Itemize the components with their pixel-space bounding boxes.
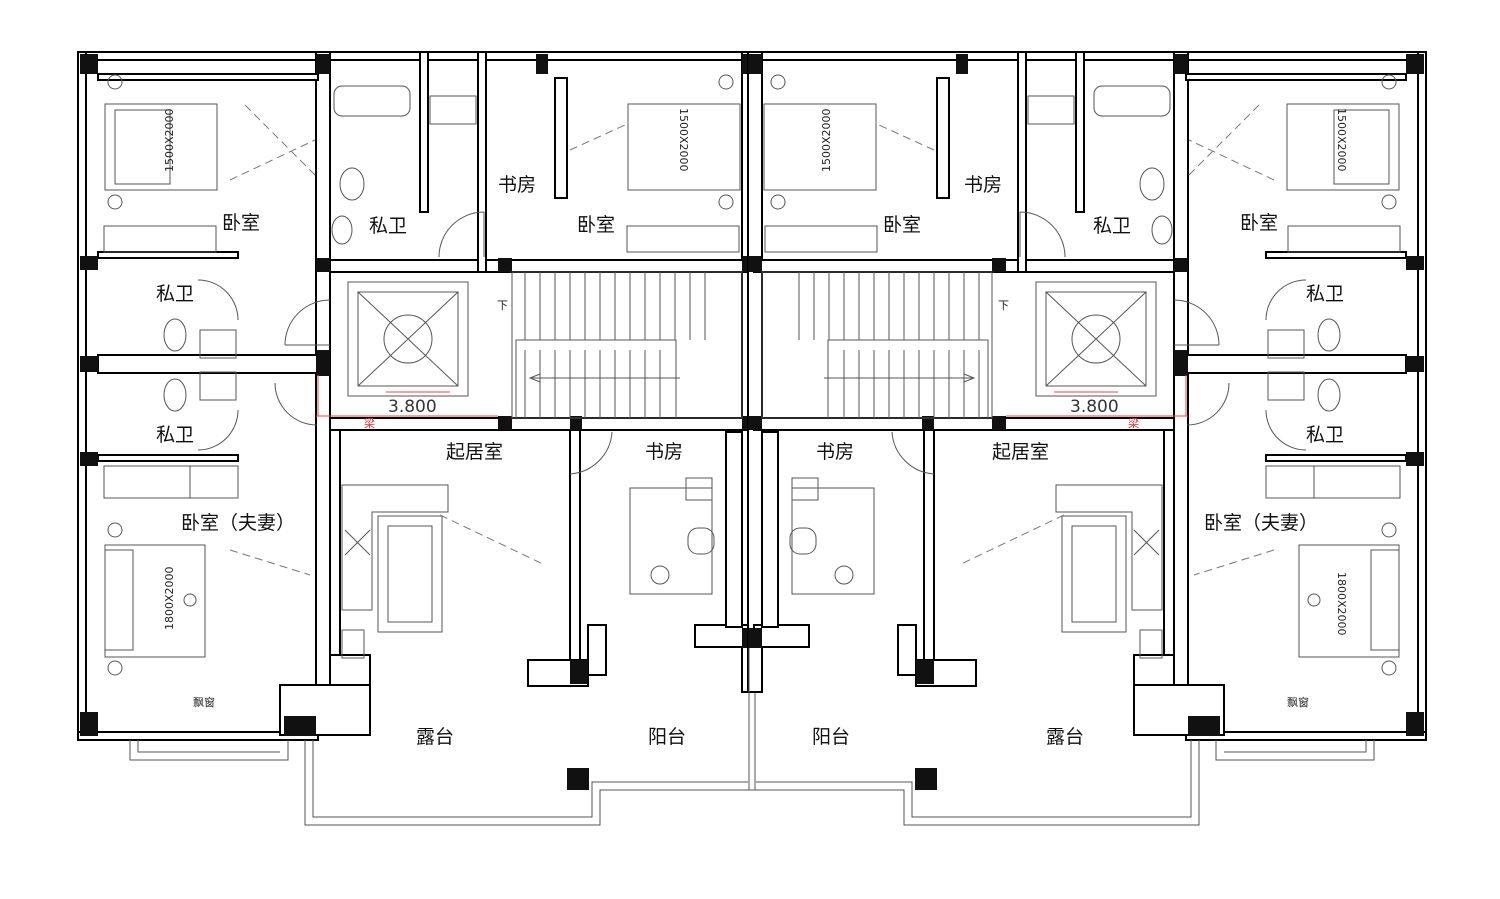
bed-master bbox=[104, 522, 206, 676]
bed-upper-right bbox=[627, 74, 741, 210]
room-label-private-bath: 私卫 bbox=[156, 424, 194, 446]
room-label-private-bath: 私卫 bbox=[369, 215, 407, 237]
diagonal-markers bbox=[878, 104, 1275, 576]
living-furniture bbox=[341, 484, 449, 659]
stair bbox=[511, 271, 743, 419]
beam-line bbox=[1006, 375, 1188, 417]
room-label-terrace: 露台 bbox=[1046, 726, 1084, 748]
exterior-walls bbox=[77, 51, 757, 741]
room-label-balcony: 阳台 bbox=[812, 726, 850, 748]
bed-size-label: 1800X2000 bbox=[163, 566, 176, 630]
bed-upper-left bbox=[104, 74, 218, 210]
wardrobes bbox=[764, 225, 1401, 499]
door-swings bbox=[891, 211, 1307, 475]
exterior-walls bbox=[747, 51, 1427, 741]
door-swings bbox=[197, 211, 613, 475]
balcony-outline bbox=[129, 648, 756, 826]
room-label-bedroom: 卧室 bbox=[222, 212, 260, 234]
room-label-private-bath: 私卫 bbox=[156, 283, 194, 305]
room-label-private-bath: 私卫 bbox=[1306, 424, 1344, 446]
room-label-study: 书房 bbox=[964, 174, 1002, 196]
room-label-bay-window: 飘窗 bbox=[1287, 695, 1309, 709]
room-label-bay-window: 飘窗 bbox=[193, 695, 215, 709]
stair-down-mark: 下 bbox=[998, 299, 1009, 312]
bath-fixtures bbox=[163, 85, 477, 412]
bed-size-label: 1500X2000 bbox=[163, 108, 176, 172]
room-label-master-bedroom: 卧室（夫妻） bbox=[1204, 512, 1318, 534]
study-furniture bbox=[789, 477, 875, 595]
beam-line bbox=[316, 375, 498, 417]
stair bbox=[761, 271, 993, 419]
bed-size-label: 1500X2000 bbox=[677, 108, 690, 172]
beam-mark: 梁 bbox=[1128, 416, 1139, 430]
bath-fixtures bbox=[1027, 85, 1341, 412]
room-label-study: 书房 bbox=[816, 441, 854, 463]
room-label-study: 书房 bbox=[645, 441, 683, 463]
room-label-balcony: 阳台 bbox=[648, 726, 686, 748]
room-label-bedroom: 卧室 bbox=[577, 214, 615, 236]
bed-master bbox=[1298, 522, 1400, 676]
balcony-outline bbox=[748, 648, 1375, 826]
room-label-study: 书房 bbox=[498, 174, 536, 196]
room-label-master-bedroom: 卧室（夫妻） bbox=[181, 512, 295, 534]
room-label-terrace: 露台 bbox=[416, 726, 454, 748]
labels-right: 卧室 私卫 书房 卧室 私卫 私卫 起居室 书房 卧室（夫妻） 露台 阳台 飘窗… bbox=[812, 108, 1348, 748]
right-unit bbox=[747, 51, 1427, 826]
void-shaft bbox=[347, 281, 469, 397]
bed-size-label: 1500X2000 bbox=[1335, 108, 1348, 172]
room-label-bedroom: 卧室 bbox=[883, 214, 921, 236]
stair-down-mark: 下 bbox=[497, 299, 508, 312]
left-unit bbox=[77, 51, 757, 826]
structural-columns bbox=[748, 54, 1424, 790]
level-mark: 3.800 bbox=[1070, 397, 1119, 417]
room-label-living-room: 起居室 bbox=[992, 441, 1049, 463]
bed-upper-left bbox=[1286, 74, 1400, 210]
void-shaft bbox=[1035, 281, 1157, 397]
labels-left: 卧室 私卫 书房 卧室 私卫 私卫 起居室 书房 卧室（夫妻） 露台 阳台 飘窗… bbox=[156, 108, 690, 748]
room-label-bedroom: 卧室 bbox=[1240, 212, 1278, 234]
living-furniture bbox=[1055, 484, 1163, 659]
wardrobes bbox=[103, 225, 740, 499]
room-label-living-room: 起居室 bbox=[446, 441, 503, 463]
diagonal-markers bbox=[229, 104, 626, 576]
level-mark: 3.800 bbox=[388, 397, 437, 417]
bed-size-label: 1800X2000 bbox=[1335, 572, 1348, 636]
room-label-private-bath: 私卫 bbox=[1093, 215, 1131, 237]
room-label-private-bath: 私卫 bbox=[1306, 283, 1344, 305]
beam-mark: 梁 bbox=[364, 416, 375, 430]
study-furniture bbox=[629, 477, 715, 595]
bed-upper-right bbox=[763, 74, 877, 210]
bed-size-label: 1500X2000 bbox=[820, 108, 833, 172]
